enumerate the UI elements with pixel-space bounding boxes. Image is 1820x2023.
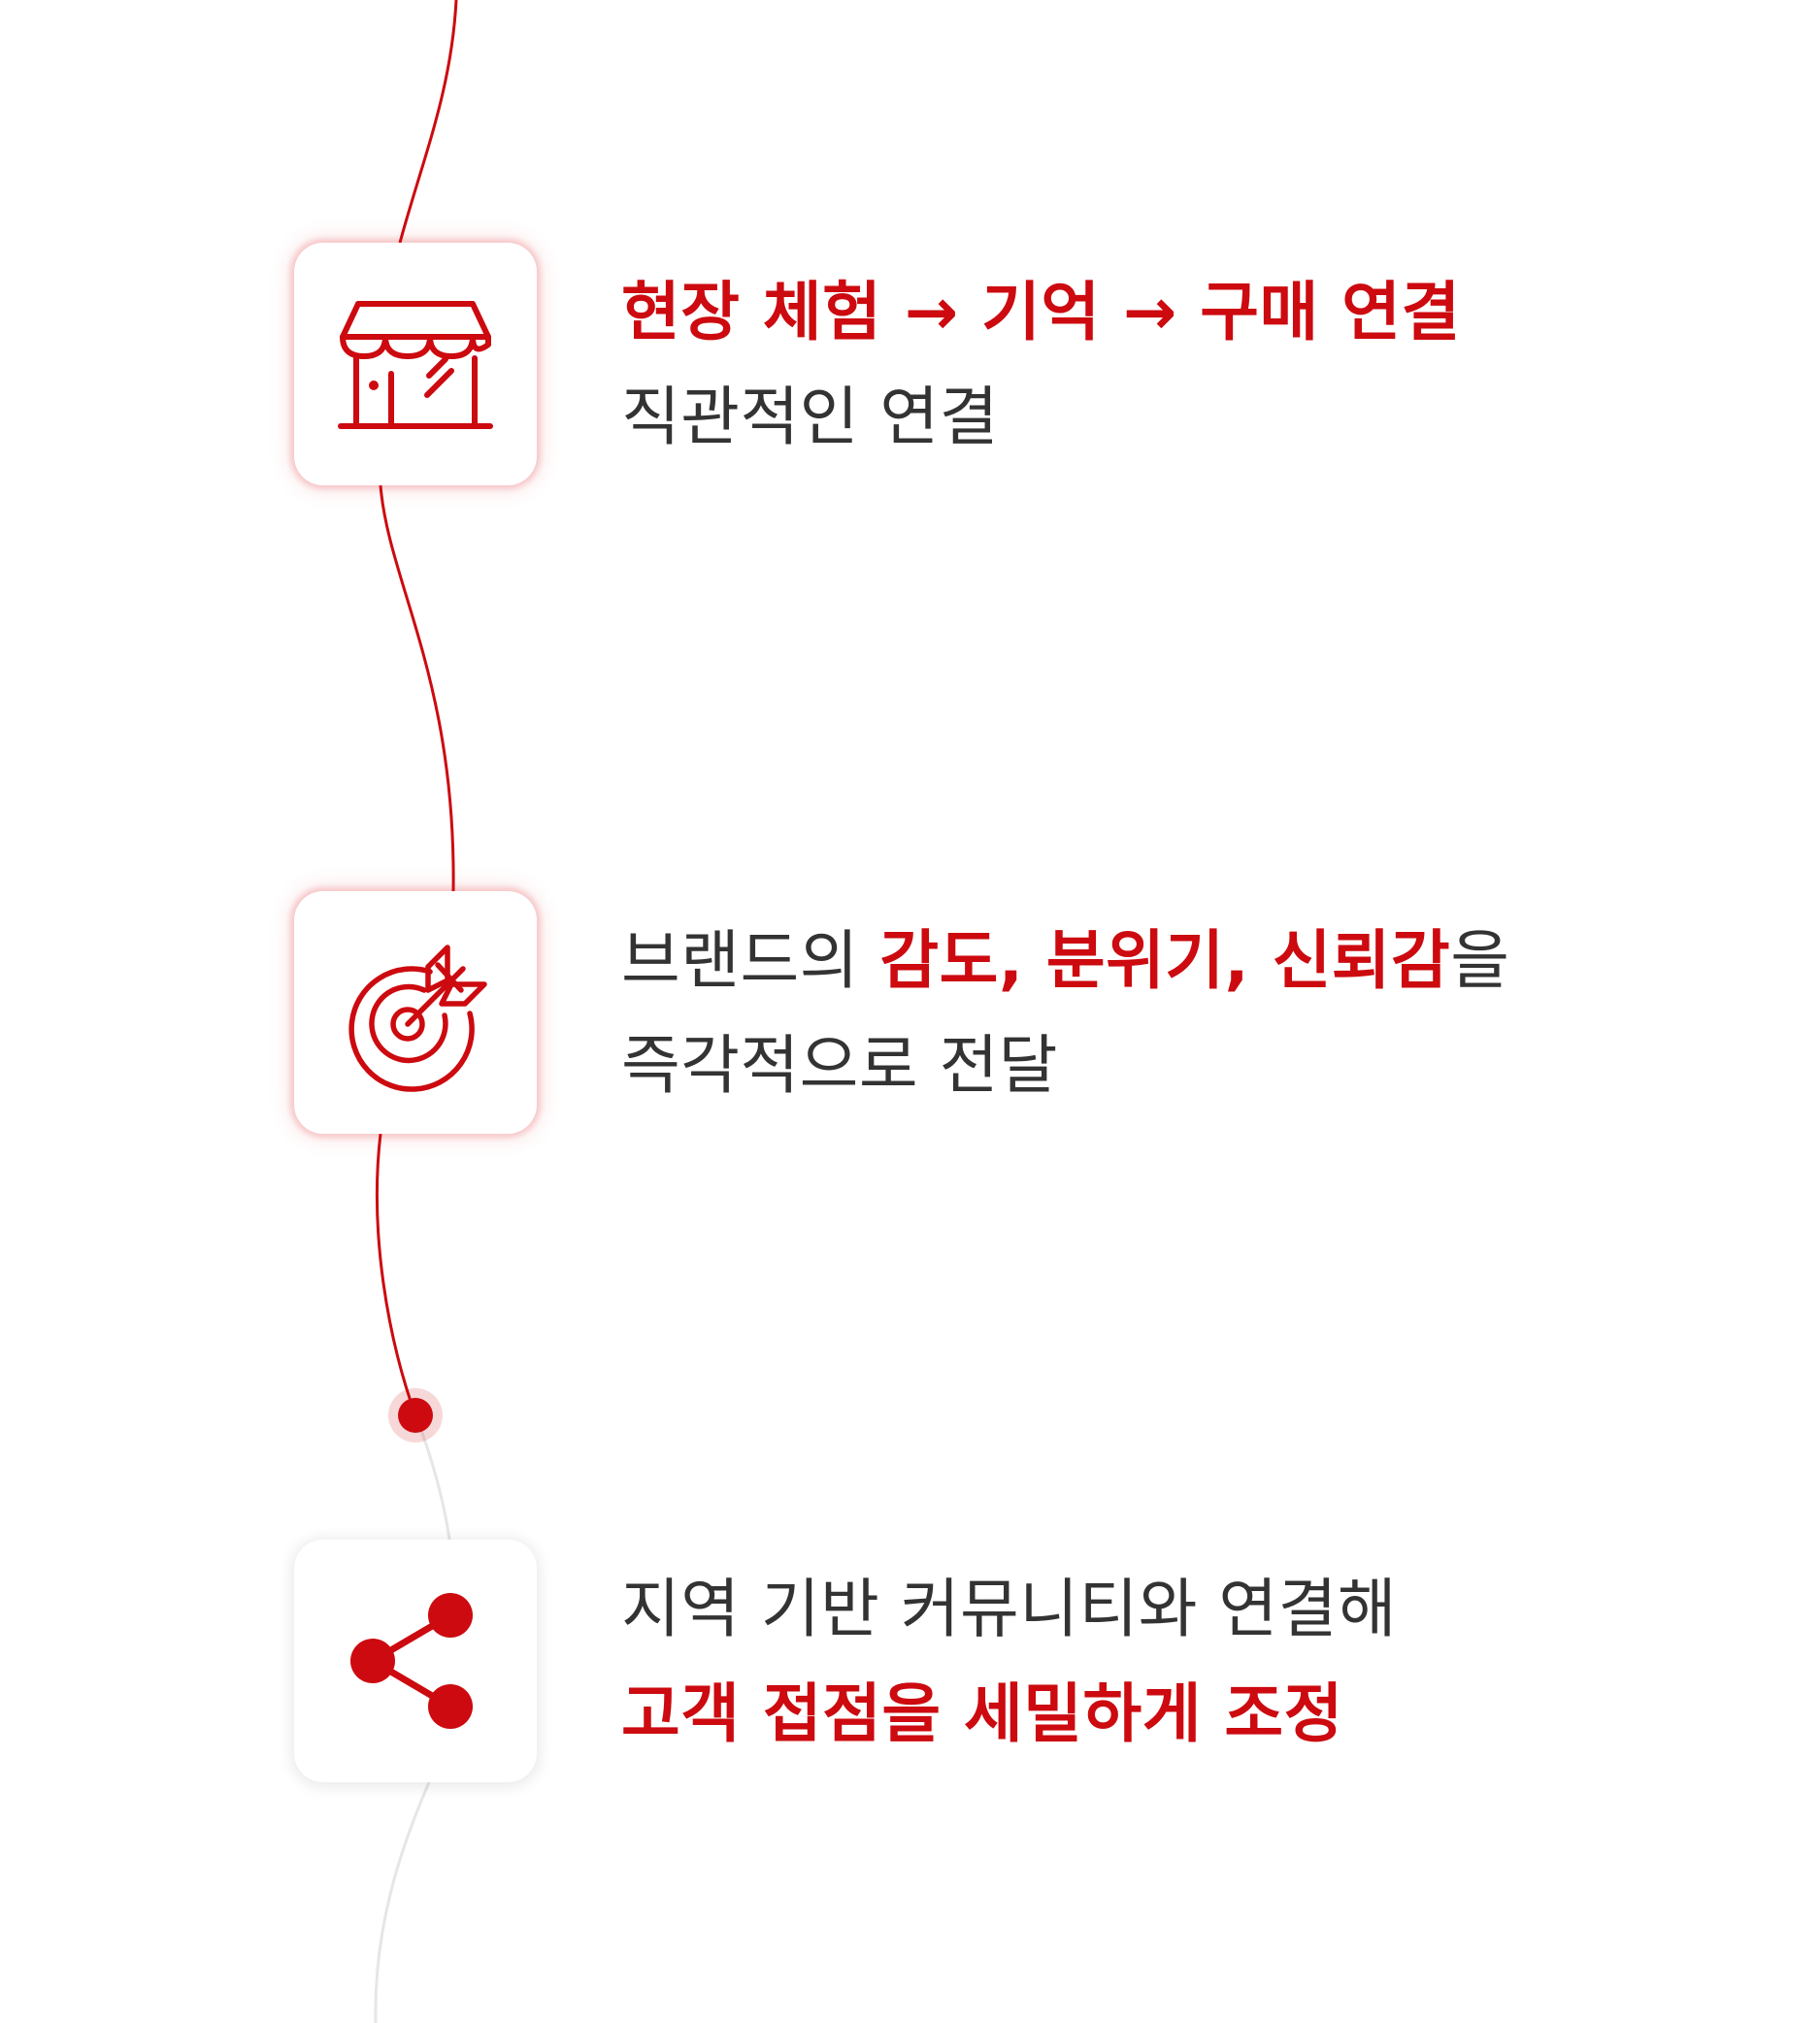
- share-icon: [350, 1593, 473, 1729]
- step-2-line-1: 브랜드의 감도, 분위기, 신뢰감을: [621, 909, 1689, 1013]
- step-3-line-1: 지역 기반 커뮤니티와 연결해: [621, 1557, 1689, 1662]
- storefront-card: [294, 243, 537, 485]
- progress-marker-dot: [398, 1398, 433, 1433]
- step-2-text: 브랜드의 감도, 분위기, 신뢰감을 즉각적으로 전달: [621, 909, 1689, 1118]
- step-2-suffix: 을: [1450, 923, 1510, 998]
- step-1-caption: 직관적인 연결: [621, 380, 999, 454]
- target-card: [294, 891, 537, 1134]
- step-2-caption: 즉각적으로 전달: [621, 1028, 1059, 1103]
- step-2-prefix: 브랜드의: [621, 923, 880, 998]
- target-arrow-icon: [348, 945, 487, 1092]
- share-card: [294, 1540, 537, 1782]
- step-1-text: 현장 체험 → 기억 → 구매 연결 직관적인 연결: [621, 260, 1689, 470]
- step-1-line-2: 직관적인 연결: [621, 365, 1689, 470]
- step-3-highlight: 고객 접점을 세밀하게 조정: [621, 1676, 1343, 1751]
- step-1-highlight: 현장 체험 → 기억 → 구매 연결: [621, 275, 1461, 349]
- step-3-text: 지역 기반 커뮤니티와 연결해 고객 접점을 세밀하게 조정: [621, 1557, 1689, 1767]
- timeline-segment-active: [375, 0, 458, 1416]
- step-3-caption: 지역 기반 커뮤니티와 연결해: [621, 1572, 1398, 1646]
- step-2-line-2: 즉각적으로 전달: [621, 1013, 1689, 1118]
- storefront-icon: [338, 301, 493, 429]
- step-2-highlight: 감도, 분위기, 신뢰감: [879, 923, 1451, 998]
- step-1-line-1: 현장 체험 → 기억 → 구매 연결: [621, 260, 1689, 365]
- step-3-line-2: 고객 접점을 세밀하게 조정: [621, 1662, 1689, 1767]
